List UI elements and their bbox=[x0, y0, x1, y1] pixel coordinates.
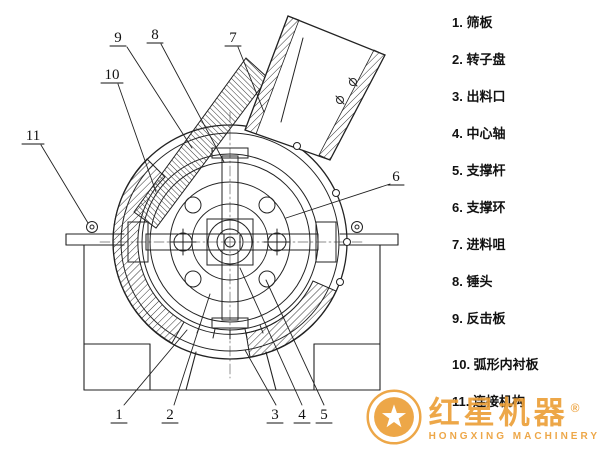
connection-mount-left bbox=[86, 222, 98, 235]
rotor-assembly bbox=[128, 148, 336, 328]
connection-mount-right bbox=[351, 222, 363, 235]
legend-item-8: 8. 锤头 bbox=[452, 274, 493, 289]
rim-bolts bbox=[294, 143, 351, 286]
legend-item-2: 2. 转子盘 bbox=[452, 52, 506, 67]
legend-item-7: 7. 进料咀 bbox=[452, 237, 506, 252]
legend-item-10: 10. 弧形内衬板 bbox=[452, 357, 539, 372]
legend-item-3: 3. 出料口 bbox=[452, 89, 506, 104]
legend-item-4: 4. 中心轴 bbox=[452, 126, 506, 141]
callout-1: 1 bbox=[115, 407, 123, 423]
callout-3: 3 bbox=[271, 407, 279, 423]
feed-chute bbox=[245, 16, 385, 160]
legend-item-5: 5. 支撑杆 bbox=[452, 163, 506, 178]
callout-4: 4 bbox=[298, 407, 306, 423]
brand-name-en: HONGXING MACHINERY bbox=[428, 430, 600, 442]
legend-item-11: 11. 连接机构 bbox=[452, 394, 525, 409]
parts-legend: 1. 筛板 2. 转子盘 3. 出料口 4. 中心轴 5. 支撑杆 6. 支撑环… bbox=[452, 16, 539, 432]
legend-item-1: 1. 筛板 bbox=[452, 15, 493, 30]
callout-11: 11 bbox=[26, 128, 40, 144]
legend-item-9: 9. 反击板 bbox=[452, 311, 506, 326]
arc-lining-right bbox=[246, 281, 336, 357]
screen-plate bbox=[184, 322, 276, 339]
hammer-pin-left bbox=[170, 229, 196, 255]
callout-numbers: 9 8 10 7 11 6 1 2 3 4 5 bbox=[22, 27, 404, 423]
callout-8: 8 bbox=[151, 27, 159, 43]
hammer-pin-right bbox=[264, 229, 290, 255]
callout-6: 6 bbox=[392, 169, 400, 185]
crusher-diagram: 9 8 10 7 11 6 1 2 3 4 5 bbox=[0, 0, 445, 450]
callout-9: 9 bbox=[114, 30, 122, 46]
registered-mark: ® bbox=[570, 401, 584, 416]
callout-7: 7 bbox=[229, 30, 237, 46]
base-frame bbox=[66, 234, 398, 390]
callout-5: 5 bbox=[320, 407, 328, 423]
leader-lines bbox=[41, 44, 390, 405]
legend-item-6: 6. 支撑环 bbox=[452, 200, 506, 215]
arc-lining-left bbox=[113, 159, 184, 343]
callout-10: 10 bbox=[105, 67, 120, 83]
callout-2: 2 bbox=[166, 407, 174, 423]
